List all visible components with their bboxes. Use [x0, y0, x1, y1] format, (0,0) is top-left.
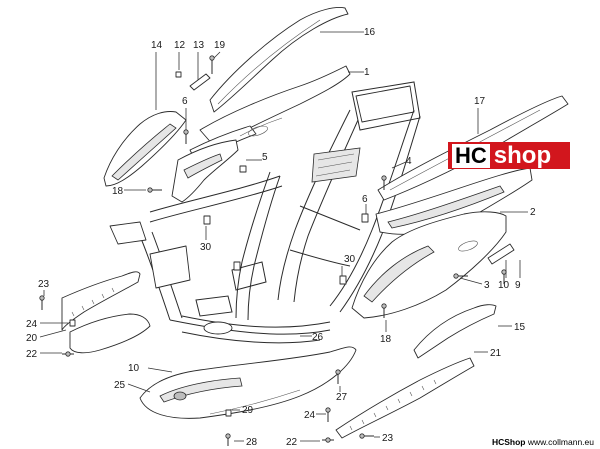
small-fasteners: [39, 55, 507, 446]
callout-15: 15: [514, 322, 526, 333]
footer-brand: HCShop: [491, 437, 526, 447]
callout-14: 14: [151, 40, 163, 51]
callout-18-right: 18: [380, 334, 392, 345]
callout-21: 21: [490, 348, 502, 359]
part-25-underbody: [139, 346, 357, 419]
callout-3: 3: [484, 280, 490, 291]
callout-22-lower: 22: [286, 437, 298, 448]
callout-6-upper: 6: [182, 96, 188, 107]
callout-20: 20: [26, 333, 38, 344]
callout-6-middle: 6: [362, 194, 368, 205]
callout-28: 28: [246, 437, 258, 448]
part-14-left-panel: [103, 111, 187, 187]
callout-18-left: 18: [112, 186, 124, 197]
callout-labels: 14 12 13 19 16 1 6 5 17 4 18 6 2 30 30 2…: [26, 27, 536, 448]
callout-2: 2: [530, 207, 536, 218]
callout-22-left: 22: [26, 349, 38, 360]
part-15-small-fairing: [413, 304, 497, 359]
hc-shop-logo: HC shop: [448, 142, 570, 169]
callout-5: 5: [262, 152, 268, 163]
callout-23-left: 23: [38, 279, 50, 290]
leader-lines: [39, 31, 528, 442]
callout-29: 29: [242, 405, 254, 416]
logo-hc-text: HC: [452, 143, 490, 168]
callout-30-left: 30: [200, 242, 212, 253]
callout-17: 17: [474, 96, 486, 107]
callout-1: 1: [364, 67, 370, 78]
logo-shop-text: shop: [493, 141, 552, 169]
part-16-front-trim: [209, 7, 349, 113]
scooter-frame: [139, 81, 421, 344]
part-10-plug-right: [487, 243, 515, 265]
footer-site: www.collmann.eu: [527, 437, 594, 447]
callout-23-lower: 23: [382, 433, 394, 444]
front-inner-shield: [171, 139, 239, 203]
callout-19: 19: [214, 40, 226, 51]
left-lower-body: [69, 313, 151, 354]
part-21-lower-strip: [335, 357, 475, 439]
callout-30-right: 30: [344, 254, 356, 265]
callout-10-left: 10: [128, 363, 140, 374]
callout-4: 4: [406, 156, 412, 167]
callout-13: 13: [193, 40, 205, 51]
callout-26: 26: [312, 332, 324, 343]
part-2-right-panel: [375, 167, 533, 235]
callout-10-right: 10: [498, 280, 510, 291]
callout-25: 25: [114, 380, 126, 391]
callout-16: 16: [364, 27, 376, 38]
callout-27: 27: [336, 392, 348, 403]
footer-credit: HCShop www.collmann.eu: [492, 437, 594, 447]
front-bracket: [109, 221, 191, 289]
right-lower-panel: [351, 211, 507, 319]
callout-24-lower: 24: [304, 410, 316, 421]
callout-24-left: 24: [26, 319, 38, 330]
callout-12: 12: [174, 40, 186, 51]
callout-9: 9: [515, 280, 521, 291]
